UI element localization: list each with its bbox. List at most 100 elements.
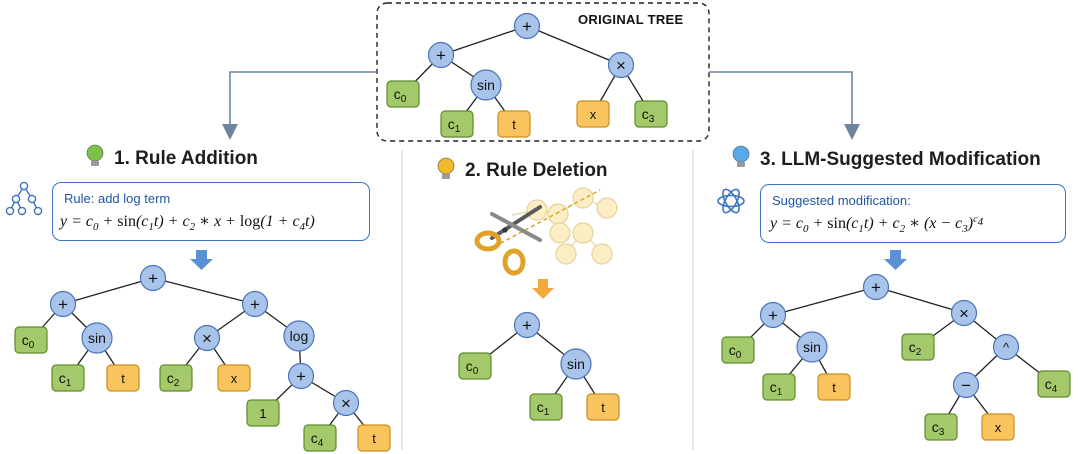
modification-tree-node-operator: × [950,299,978,327]
addition-tree-node-label: + [296,367,306,386]
deletion-tree-node-label: c0 [466,358,479,377]
original-tree-title: ORIGINAL TREE [578,12,684,27]
addition-tree-node-variable: t [357,424,391,452]
modification-tree-node-variable: x [981,413,1015,441]
modification-tree-node-operator: − [952,371,980,399]
original-tree-node-label: sin [477,77,495,93]
modification-tree-edge [772,286,877,316]
addition-tree-node-label: c0 [22,332,35,351]
addition-tree-node-label: x [231,371,238,386]
modification-tree-node-constant: c4 [1037,370,1071,398]
addition-tree-node-operator: × [332,389,360,417]
addition-tree-node-label: c4 [311,430,324,449]
addition-tree-node-constant: c4 [303,424,337,452]
original-tree-node-label: × [616,56,626,75]
modification-tree-node-constant: c0 [721,336,755,364]
deletion-tree-node-operator: sin [560,348,592,380]
addition-tree-node-constant: c0 [14,326,48,354]
deletion-tree-node-constant: c0 [458,352,492,380]
addition-tree-node-operator: log [283,320,315,352]
addition-tree-node-operator: + [287,362,315,390]
arrow-to-llm-modification [709,71,860,140]
deletion-tree-node-variable: t [586,393,620,421]
addition-tree-node-label: c1 [59,370,72,389]
original-tree-node-operator: sin [470,69,502,101]
modification-tree-node-variable: t [817,373,851,401]
addition-tree-node-variable: t [106,364,140,392]
addition-tree-node-label: c2 [167,370,180,389]
modification-tree-node-label: ^ [1003,340,1010,355]
modification-tree-node-label: sin [803,339,821,355]
modification-tree-node-label: + [871,278,881,297]
original-tree-node-label: + [522,17,532,36]
modification-tree-node-label: c1 [770,379,783,398]
faded-deleted-subtree [511,187,618,265]
modification-tree-node-label: t [832,380,836,395]
modification-tree-node-operator: sin [796,331,828,363]
original-tree-node-label: + [436,46,446,65]
modification-tree-node-operator: ^ [992,333,1020,361]
addition-tree-node-operator: + [49,290,77,318]
original-tree-node-variable: t [497,110,531,138]
llm-modification-formula: y = c0 + sin(c1t) + c2 ∗ (x − c3)c4 [770,213,984,236]
addition-tree-node-constant: c1 [51,364,85,392]
addition-tree-node-operator: × [193,324,221,352]
cut-line [487,189,601,251]
modification-tree-node-label: − [961,376,971,395]
addition-tree-node-label: × [202,329,212,348]
bulb-icon-green [86,144,104,166]
scissors-icon [474,205,542,276]
original-tree-node-constant: c1 [440,110,474,138]
deletion-tree-node-constant: c1 [529,393,563,421]
llm-modification-bubble [760,184,1066,243]
original-tree-node-label: t [512,117,516,132]
ai-assistant-icon [717,188,745,214]
modification-tree-node-constant: c3 [924,413,958,441]
original-tree-node-label: x [590,107,597,122]
modification-tree-node-label: c0 [729,342,742,361]
addition-tree-node-label: + [250,295,260,314]
addition-tree-node-operator: + [139,264,167,292]
heading-rule-addition: 1. Rule Addition [114,148,258,169]
modification-tree-node-constant: c2 [901,333,935,361]
arrow-to-rule-addition [222,71,377,140]
heading-llm-modification: 3. LLM-Suggested Modification [760,149,1041,170]
addition-tree-node-label: log [290,328,309,344]
rule-addition-bubble [52,182,370,241]
addition-tree-node-operator: sin [81,322,113,354]
modification-tree-edge [875,286,965,314]
rule-addition-label: Rule: add log term [64,191,171,206]
original-tree-node-constant: c0 [386,80,420,108]
original-tree-node-label: c3 [642,106,655,125]
addition-tree-node-label: × [341,394,351,413]
addition-tree-node-label: + [148,269,158,288]
addition-tree-node-label: + [58,295,68,314]
modification-tree-node-label: c4 [1045,376,1058,395]
bulb-icon-blue [732,145,750,167]
modification-tree-node-label: c3 [932,419,945,438]
original-tree-node-label: c0 [394,86,407,105]
addition-tree-node-operator: + [241,290,269,318]
original-tree-node-variable: x [576,100,610,128]
modification-tree-node-label: x [995,420,1002,435]
tree-structure-icon [5,181,43,216]
down-arrow-icon [884,250,907,270]
addition-tree-node-label: t [372,431,376,446]
addition-tree-node-variable: x [217,364,251,392]
deletion-tree-node-label: t [601,400,605,415]
modification-tree-node-label: + [768,306,778,325]
deletion-tree-node-label: c1 [537,399,550,418]
modification-tree-node-label: c2 [909,339,922,358]
deletion-tree-node-label: + [522,316,532,335]
heading-rule-deletion: 2. Rule Deletion [465,160,608,181]
down-arrow-icon [532,279,554,299]
modification-tree-node-label: × [959,304,969,323]
deletion-tree-node-operator: + [513,311,541,339]
modification-tree-node-operator: + [759,301,787,329]
deletion-tree-node-label: sin [567,356,585,372]
original-tree-node-label: c1 [448,116,461,135]
original-tree-node-operator: + [427,41,455,69]
addition-tree-node-constant: c2 [159,364,193,392]
addition-tree-node-constant: 1 [246,399,280,427]
